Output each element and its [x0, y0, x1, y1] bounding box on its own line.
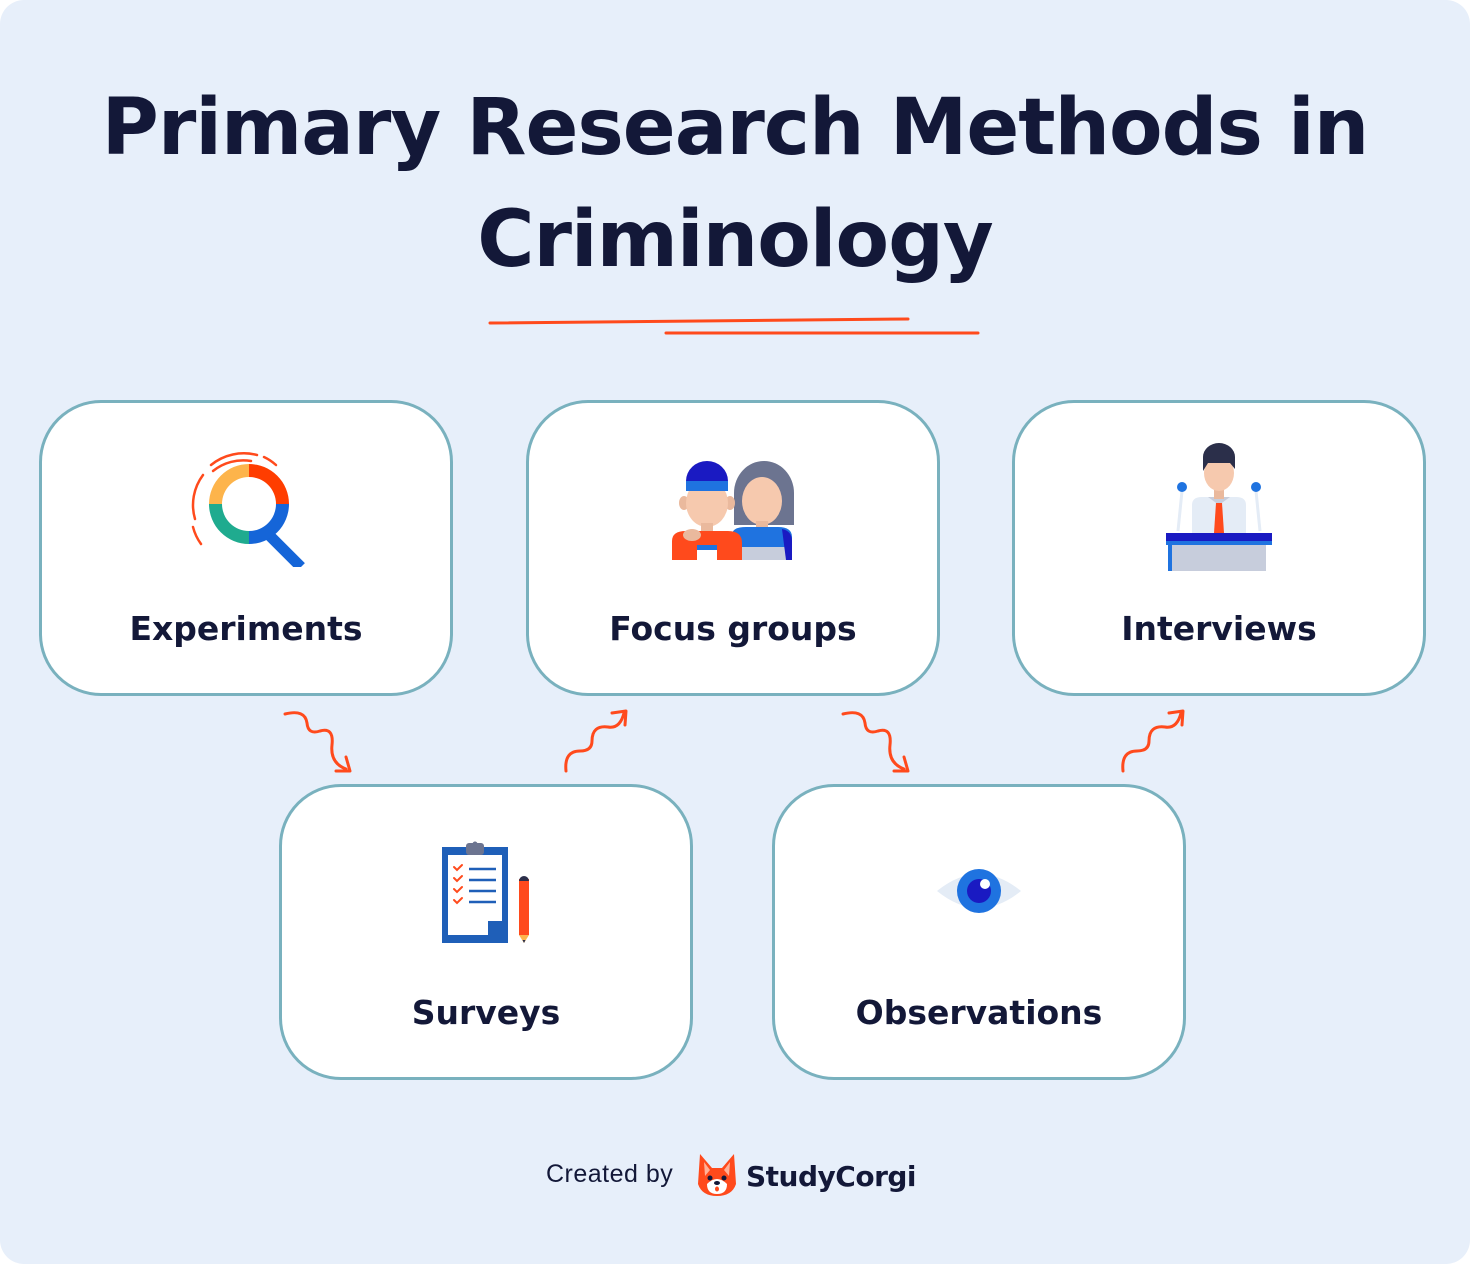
- card-surveys: Surveys: [279, 784, 693, 1080]
- card-label: Focus groups: [609, 609, 857, 648]
- speaker-podium-icon: [1166, 443, 1272, 571]
- created-by-text: Created by: [546, 1160, 674, 1188]
- squiggle-arrow-up-icon: [564, 709, 628, 773]
- title-underline: [488, 317, 980, 335]
- squiggle-arrow-up-icon: [1121, 709, 1185, 773]
- title-line-1: Primary Research Methods in: [101, 83, 1370, 173]
- card-label: Interviews: [1121, 609, 1317, 648]
- clipboard-checklist-icon: [442, 841, 529, 943]
- card-label: Experiments: [129, 609, 363, 648]
- card-label: Observations: [855, 993, 1103, 1032]
- brand-name: StudyCorgi: [746, 1160, 917, 1193]
- footer-credit: Created by StudyCorgi: [0, 1148, 1470, 1204]
- people-group-icon: [672, 461, 794, 560]
- card-label: Surveys: [411, 993, 561, 1032]
- card-focus-groups: Focus groups: [526, 400, 940, 696]
- title-line-2: Criminology: [477, 195, 994, 285]
- page-title: Primary Research Methods in Criminology: [0, 72, 1470, 296]
- card-experiments: Experiments: [39, 400, 453, 696]
- eye-icon: [937, 869, 1021, 913]
- magnifier-icon: [191, 452, 305, 567]
- squiggle-arrow-down-icon: [283, 711, 352, 773]
- card-interviews: Interviews: [1012, 400, 1426, 696]
- squiggle-arrow-down-icon: [841, 711, 910, 773]
- corgi-logo-icon: [698, 1154, 736, 1196]
- card-observations: Observations: [772, 784, 1186, 1080]
